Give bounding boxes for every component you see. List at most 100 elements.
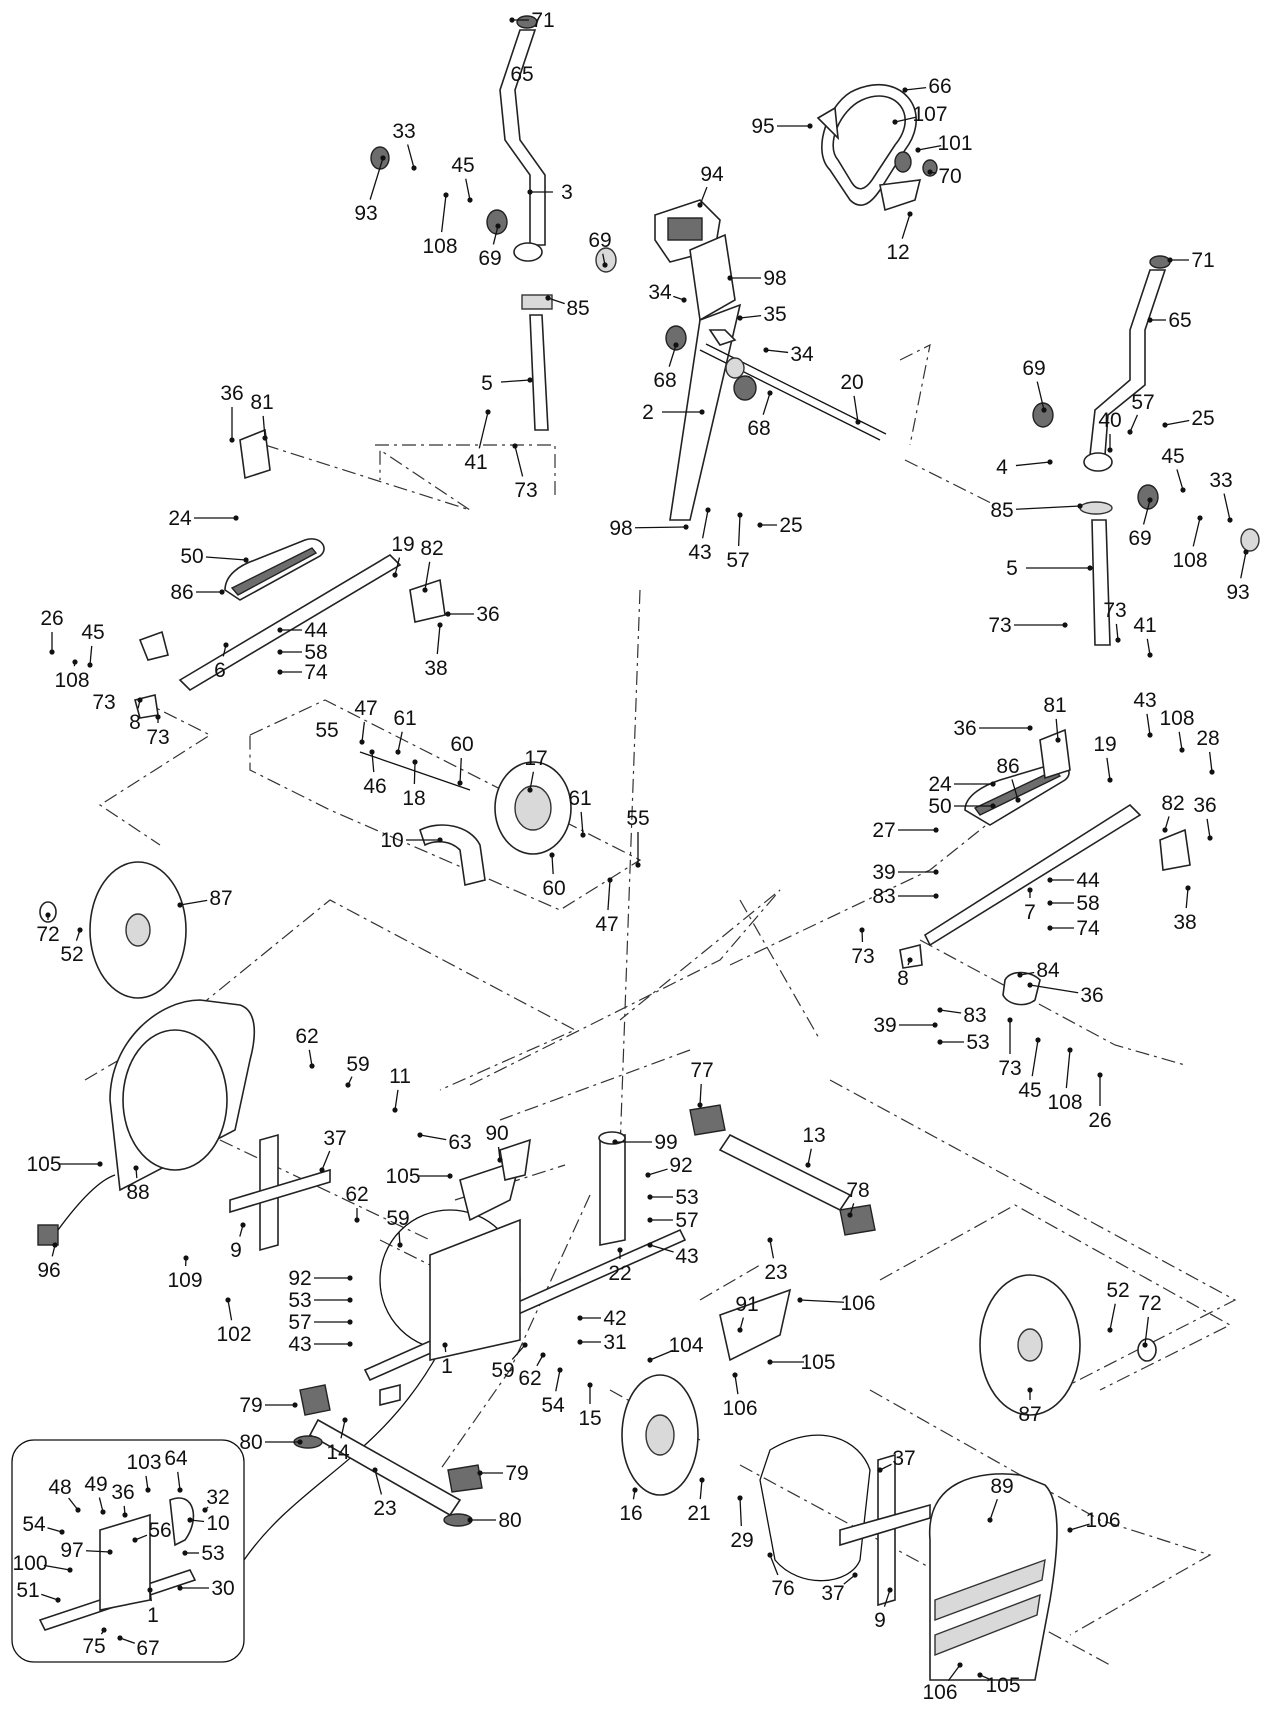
leader-line	[1031, 1039, 1039, 1077]
hardware-dot	[372, 1467, 378, 1473]
hardware-dot	[697, 202, 703, 208]
hardware-dot	[1107, 777, 1113, 783]
part-label: 37	[892, 1447, 915, 1470]
hardware-dot	[612, 1139, 618, 1145]
hardware-dot	[1017, 972, 1023, 978]
part-label: 69	[1128, 527, 1151, 550]
part-label: 56	[148, 1519, 171, 1542]
hardware-dot	[1067, 1527, 1073, 1533]
callout-leaders	[41, 17, 1249, 1682]
part-label: 57	[1131, 391, 1154, 414]
part-label: 20	[840, 371, 863, 394]
hardware-dot	[1185, 885, 1191, 891]
hardware-dot	[347, 1341, 353, 1347]
part-label: 54	[541, 1394, 565, 1417]
leader-line	[419, 1134, 447, 1141]
hardware-dot	[990, 781, 996, 787]
hardware-dot	[1087, 565, 1093, 571]
part-label: 59	[346, 1053, 369, 1076]
part-label: 106	[722, 1397, 757, 1420]
part-label: 79	[505, 1462, 528, 1485]
hardware-dot	[580, 832, 586, 838]
hardware-dot	[145, 1487, 151, 1493]
leader-line	[853, 395, 859, 423]
hardware-dot	[97, 1161, 103, 1167]
part-label: 86	[996, 755, 1019, 778]
part-label: 43	[675, 1245, 698, 1268]
part-label: 50	[180, 545, 203, 568]
part-label: 95	[751, 115, 774, 138]
leader-line	[459, 757, 462, 784]
part-label: 5	[1006, 557, 1018, 580]
hardware-dot	[395, 749, 401, 755]
hardware-dot	[1107, 447, 1113, 453]
hardware-dot	[297, 1439, 303, 1445]
hardware-dot	[202, 1507, 208, 1513]
pulse-handlebar	[816, 84, 938, 212]
leader-line	[799, 1299, 845, 1303]
leader-line	[308, 1049, 313, 1067]
part-label: 57	[675, 1209, 698, 1232]
hardware-dot	[397, 1242, 403, 1248]
hardware-dot	[177, 1487, 183, 1493]
part-label: 53	[201, 1542, 224, 1565]
hardware-dot	[877, 1467, 883, 1473]
part-label: 16	[619, 1502, 642, 1525]
leader-line	[699, 1083, 702, 1106]
part-label: 5	[481, 372, 493, 395]
part-label: 92	[288, 1267, 311, 1290]
hardware-dot	[859, 927, 865, 933]
hardware-dot	[1162, 422, 1168, 428]
part-label: 36	[953, 717, 976, 740]
hardware-dot	[767, 1359, 773, 1365]
part-label: 61	[568, 787, 591, 810]
leader-line	[1144, 1316, 1149, 1346]
leader-line	[1069, 1523, 1090, 1531]
hardware-dot	[380, 155, 386, 161]
hardware-dot	[369, 749, 375, 755]
part-label: 10	[206, 1512, 229, 1535]
part-label: 60	[450, 733, 473, 756]
hardware-dot	[1047, 900, 1053, 906]
hardware-dot	[485, 409, 491, 415]
part-label: 34	[790, 343, 814, 366]
part-label: 108	[1047, 1091, 1082, 1114]
hardware-dot	[933, 827, 939, 833]
leader-line	[85, 1550, 111, 1553]
part-label: 41	[464, 451, 487, 474]
part-label: 62	[345, 1183, 368, 1206]
hardware-dot	[177, 902, 183, 908]
part-label: 65	[1168, 309, 1191, 332]
part-label: 59	[491, 1359, 514, 1382]
hardware-dot	[342, 1417, 348, 1423]
part-label: 46	[363, 775, 386, 798]
hardware-dot	[1027, 887, 1033, 893]
part-label: 57	[726, 549, 749, 572]
part-label: 45	[1018, 1079, 1041, 1102]
hardware-dot	[647, 1357, 653, 1363]
part-label: 80	[498, 1509, 521, 1532]
part-label: 14	[326, 1441, 350, 1464]
hardware-dot	[457, 780, 463, 786]
hardware-dot	[277, 649, 283, 655]
hardware-dot	[681, 297, 687, 303]
hardware-dot	[262, 435, 268, 441]
hardware-dot	[411, 165, 417, 171]
part-label: 28	[1196, 727, 1219, 750]
leader-line	[1129, 414, 1139, 433]
part-label: 94	[700, 163, 724, 186]
hardware-dot	[477, 1470, 483, 1476]
hardware-dot	[705, 507, 711, 513]
part-label: 39	[872, 861, 895, 884]
side-covers	[109, 999, 1058, 1681]
part-label: 69	[1022, 357, 1045, 380]
part-label: 75	[82, 1635, 105, 1658]
hardware-dot	[155, 714, 161, 720]
leader-line	[424, 561, 431, 591]
part-label: 76	[771, 1577, 794, 1600]
leader-line	[492, 225, 499, 245]
hardware-dot	[892, 119, 898, 125]
leader-line	[734, 1374, 739, 1395]
hardware-dot	[1180, 487, 1186, 493]
